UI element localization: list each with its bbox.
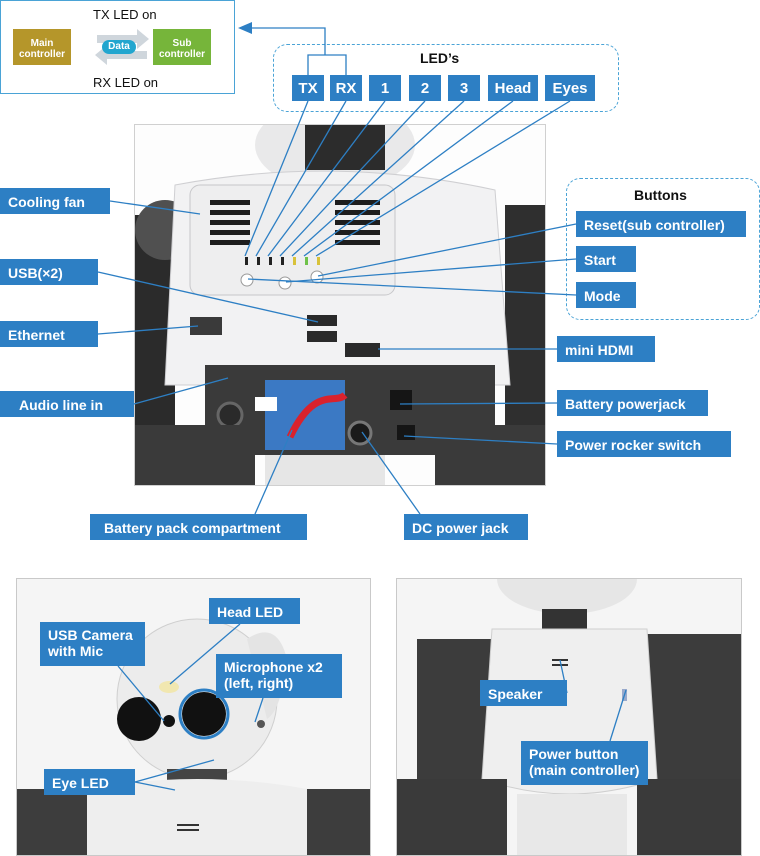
mode-button-label: Mode [576,282,636,308]
speaker-label: Speaker [480,680,567,706]
buttons-group-title: Buttons [634,187,687,203]
robot-front-photo [396,578,742,856]
audio-line-in-label: Audio line in [0,391,134,417]
led-tx: TX [292,75,324,101]
led-head: Head [488,75,538,101]
led-2: 2 [409,75,441,101]
robot-front-illustration [397,579,741,855]
power-button-label: Power button (main controller) [521,741,648,785]
led-3: 3 [448,75,480,101]
battery-powerjack-label: Battery powerjack [557,390,708,416]
usb-label: USB(×2) [0,259,98,285]
robot-head-illustration [17,618,370,855]
eye-led-label: Eye LED [44,769,135,795]
microphone-label: Microphone x2 (left, right) [216,654,342,698]
data-flow-inset: TX LED on Main controller Sub controller… [0,0,235,94]
usb-camera-label: USB Camera with Mic [40,622,145,666]
battery-pack-compartment-label: Battery pack compartment [90,514,307,540]
robot-back-photo [134,124,546,486]
led-1: 1 [369,75,401,101]
main-controller-block: Main controller [13,29,71,65]
led-group-title: LED’s [420,50,460,66]
mini-hdmi-label: mini HDMI [557,336,655,362]
robot-head-photo [16,578,371,856]
data-badge: Data [102,40,136,54]
start-button-label: Start [576,246,636,272]
led-rx: RX [330,75,362,101]
tx-caption: TX LED on [93,7,157,22]
dc-power-jack-label: DC power jack [404,514,528,540]
cooling-fan-label: Cooling fan [0,188,110,214]
head-led-label: Head LED [209,598,300,624]
robot-back-illustration [135,125,545,485]
power-rocker-switch-label: Power rocker switch [557,431,731,457]
ethernet-label: Ethernet [0,321,98,347]
rx-caption: RX LED on [93,75,159,90]
data-flow-arrows [95,29,149,65]
reset-button-label: Reset(sub controller) [576,211,746,237]
led-eyes: Eyes [545,75,595,101]
sub-controller-block: Sub controller [153,29,211,65]
